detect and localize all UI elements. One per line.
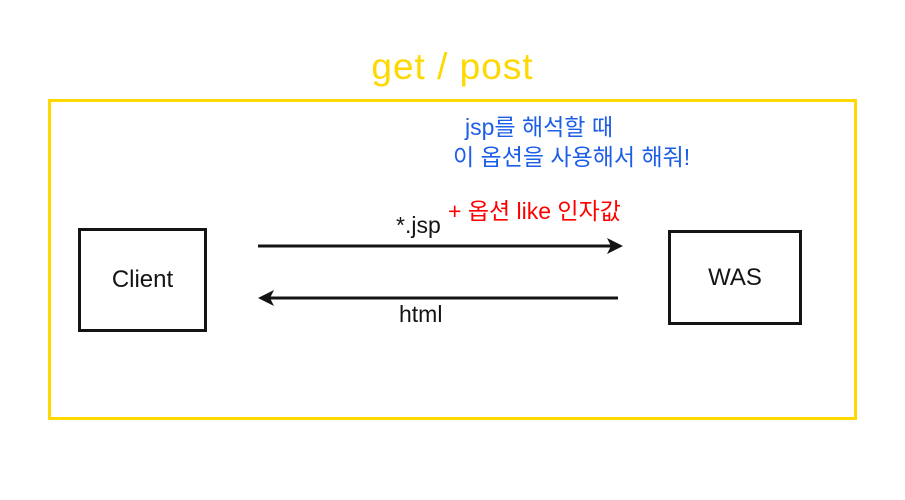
page-title: get / post [371,46,534,87]
response-arrow-label: html [399,301,443,327]
client-node-label: Client [111,266,174,293]
option-argument-note: + 옵션 like 인자값 [448,198,621,224]
request-arrow-label: *.jsp [396,212,441,238]
was-node: WAS [668,230,802,325]
diagram-frame [48,99,857,420]
jsp-note-line2: 이 옵션을 사용해서 해줘! [453,144,691,170]
jsp-note-line1: jsp를 해석할 때 [465,114,613,140]
was-node-label: WAS [708,263,762,291]
client-node: Client [78,228,207,332]
jsp-interpretation-note: jsp를 해석할 때 이 옵션을 사용해서 해줘! [453,112,690,172]
